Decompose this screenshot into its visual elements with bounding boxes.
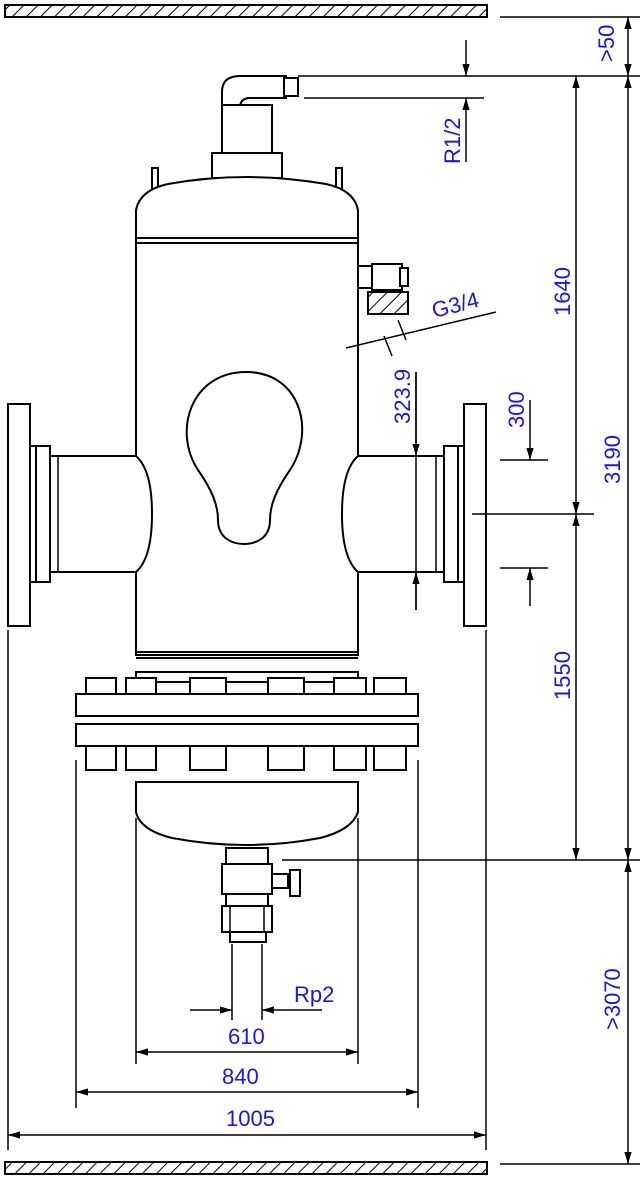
extension-lines	[7, 16, 640, 1165]
label-min-clearance-bottom: >3070	[600, 968, 625, 1030]
label-drain-thread: Rp2	[294, 982, 334, 1007]
bolts-bottom	[85, 745, 407, 771]
lower-flange	[75, 723, 419, 747]
upper-flange	[75, 693, 419, 717]
label-overall-height: 3190	[600, 435, 625, 484]
label-inlet-to-top: 1640	[550, 267, 575, 316]
dimension-lines	[7, 16, 632, 1164]
separator-vessel	[7, 75, 487, 943]
drain-valve	[221, 847, 301, 943]
vent-elbow	[221, 75, 287, 109]
side-fitting	[357, 263, 409, 315]
label-min-clearance-top: >50	[594, 25, 619, 62]
vent-neck	[221, 104, 273, 154]
sight-window	[185, 370, 304, 546]
label-side-connection-offset: 323.9	[390, 369, 415, 424]
vent-collar	[211, 152, 283, 179]
bottom-dish	[135, 781, 359, 846]
label-flange-spacing: 840	[222, 1064, 259, 1089]
label-half-flange: 300	[504, 391, 529, 428]
label-inlet-height: 1550	[550, 651, 575, 700]
floor-bar	[4, 1161, 488, 1175]
vent-cap	[283, 77, 299, 97]
label-flange-outer: 1005	[226, 1106, 275, 1131]
label-vent-thread: R1/2	[440, 118, 465, 164]
label-drain-spacing: 610	[228, 1024, 265, 1049]
ceiling-bar	[4, 4, 488, 18]
left-nozzle	[47, 455, 154, 573]
bolts-top	[85, 677, 407, 695]
right-nozzle	[340, 455, 447, 573]
